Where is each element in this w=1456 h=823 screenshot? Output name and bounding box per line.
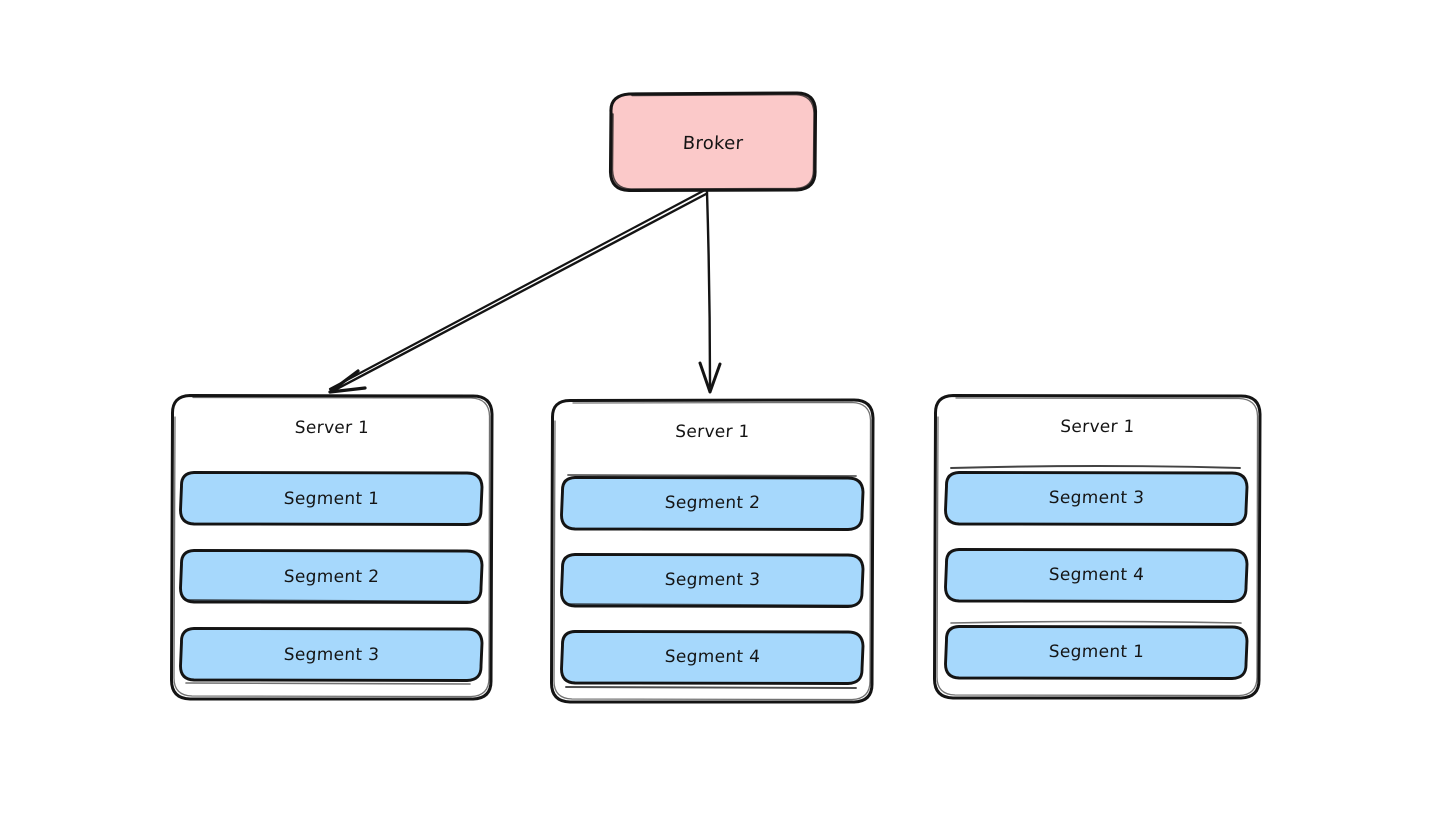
server-3-fill xyxy=(935,395,1260,699)
segment-3-3-outline-sketch xyxy=(950,620,1242,624)
segment-1-3-outline-sketch xyxy=(185,682,471,685)
segment-3-1-fill xyxy=(946,472,1247,525)
segment-box-2-3[interactable] xyxy=(560,630,865,689)
segment-1-2-fill xyxy=(181,550,482,603)
server-2-outline-sketch xyxy=(553,401,872,701)
broker-box-outline xyxy=(608,91,818,193)
segment-box-3-3[interactable] xyxy=(944,620,1249,680)
broker-node[interactable] xyxy=(608,91,818,193)
segment-box-2-1[interactable] xyxy=(560,474,865,531)
segment-3-1-outline xyxy=(944,471,1249,526)
segment-2-2-fill xyxy=(562,554,863,607)
segment-box-3-2[interactable] xyxy=(944,548,1249,603)
segment-2-1-fill xyxy=(562,477,863,530)
segment-3-1-outline-sketch xyxy=(950,465,1241,469)
connector-broker-to-server-1 xyxy=(328,189,708,394)
segment-1-1-fill xyxy=(181,472,482,525)
segment-3-3-outline xyxy=(944,625,1249,680)
segment-1-3-outline xyxy=(179,627,484,682)
broker-box-fill xyxy=(610,93,816,190)
server-3-outline-sketch xyxy=(936,397,1259,697)
segment-3-2-fill xyxy=(946,549,1247,602)
server-1-outline xyxy=(170,394,494,701)
segment-1-3-fill xyxy=(181,628,482,681)
segment-2-2-outline-sketch xyxy=(566,603,853,607)
segment-box-2-2[interactable] xyxy=(560,553,865,608)
segment-box-3-1[interactable] xyxy=(944,465,1249,526)
segment-2-2-outline xyxy=(560,553,865,608)
connector-broker-to-server-2 xyxy=(698,190,722,394)
segment-2-1-outline xyxy=(560,476,865,531)
segment-2-3-outline-sketch xyxy=(565,686,857,689)
server-3-outline xyxy=(933,394,1262,700)
segment-1-2-outline xyxy=(179,549,484,604)
server-2-outline xyxy=(550,398,875,704)
server-1-outline-sketch xyxy=(173,396,491,698)
server-box-3[interactable] xyxy=(933,394,1262,700)
segment-3-2-outline xyxy=(944,548,1249,603)
segment-2-3-fill xyxy=(562,631,863,684)
server-box-1[interactable] xyxy=(170,394,494,701)
segment-box-1-3[interactable] xyxy=(179,627,484,685)
segment-box-1-1[interactable] xyxy=(179,471,484,526)
broker-box-outline-sketch xyxy=(611,93,815,190)
segment-2-3-outline xyxy=(560,630,865,685)
segment-box-1-2[interactable] xyxy=(179,549,484,604)
segment-1-2-outline-sketch xyxy=(185,599,469,603)
arrow-vertical-head xyxy=(698,361,722,394)
segment-2-1-outline-sketch xyxy=(567,474,857,477)
arrow-vertical-line xyxy=(705,190,712,388)
arrow-diagonal-line-a xyxy=(331,192,708,393)
segment-1-1-outline xyxy=(179,471,484,526)
segment-3-3-fill xyxy=(946,626,1247,679)
arrow-diagonal-head xyxy=(328,369,367,394)
server-box-2[interactable] xyxy=(550,398,875,704)
arrow-diagonal-line-b xyxy=(328,189,705,391)
